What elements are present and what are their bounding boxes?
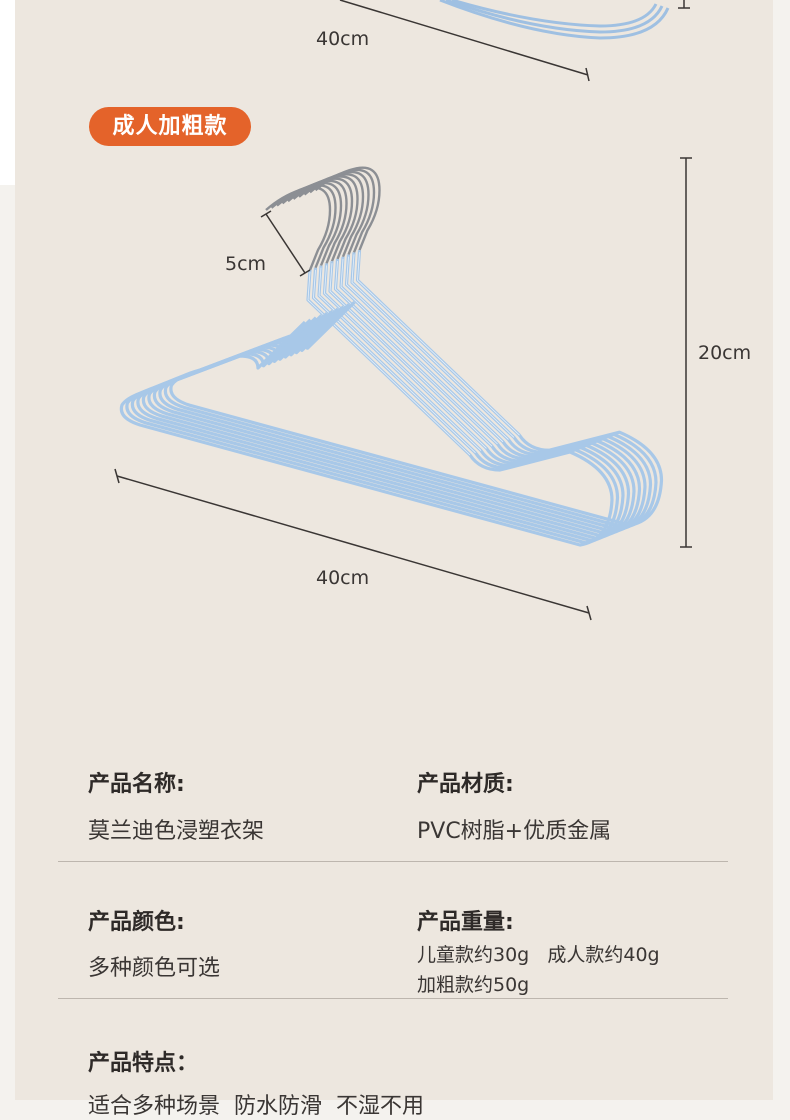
hanger-stack xyxy=(119,166,664,547)
background-strip xyxy=(0,0,15,185)
background-strip xyxy=(773,0,790,1100)
background-strip xyxy=(0,185,15,1100)
previous-hanger-partial: 40cm xyxy=(316,0,690,82)
hanger xyxy=(119,186,614,547)
height-dimension: 20cm xyxy=(680,157,751,548)
hanger xyxy=(169,166,664,527)
product-color-value: 多种颜色可选 xyxy=(88,956,221,981)
product-detail-page xyxy=(15,0,773,1100)
product-name-value: 莫兰迪色浸塑衣架 xyxy=(88,819,265,844)
hook-dimension-label: 5cm xyxy=(225,253,266,275)
product-material-label: 产品材质: xyxy=(417,772,514,797)
product-color-label: 产品颜色: xyxy=(88,910,185,935)
product-name-label: 产品名称: xyxy=(88,772,185,797)
width-dimension: 40cm xyxy=(114,468,592,621)
product-weight-line2: 加粗款约50g xyxy=(417,974,530,996)
dimension-line xyxy=(339,0,589,76)
product-feature-value: 适合多种场景 防水防滑 不湿不用 xyxy=(88,1094,424,1119)
product-feature-label: 产品特点： xyxy=(88,1051,199,1076)
product-material-value: PVC树脂+优质金属 xyxy=(417,819,612,844)
hook-dimension: 5cm xyxy=(225,210,311,277)
width-dimension-label: 40cm xyxy=(316,28,369,50)
hanger-illustration: 40cm 5cm 20cm 40cm xyxy=(114,0,751,621)
divider xyxy=(58,998,728,999)
width-dimension-label: 40cm xyxy=(316,567,369,589)
divider xyxy=(58,861,728,862)
product-weight-line1: 儿童款约30g 成人款约40g xyxy=(417,944,660,966)
product-weight-label: 产品重量: xyxy=(417,910,514,935)
adult-thick-badge: 成人加粗款 xyxy=(89,107,251,146)
height-dimension-label: 20cm xyxy=(698,342,751,364)
